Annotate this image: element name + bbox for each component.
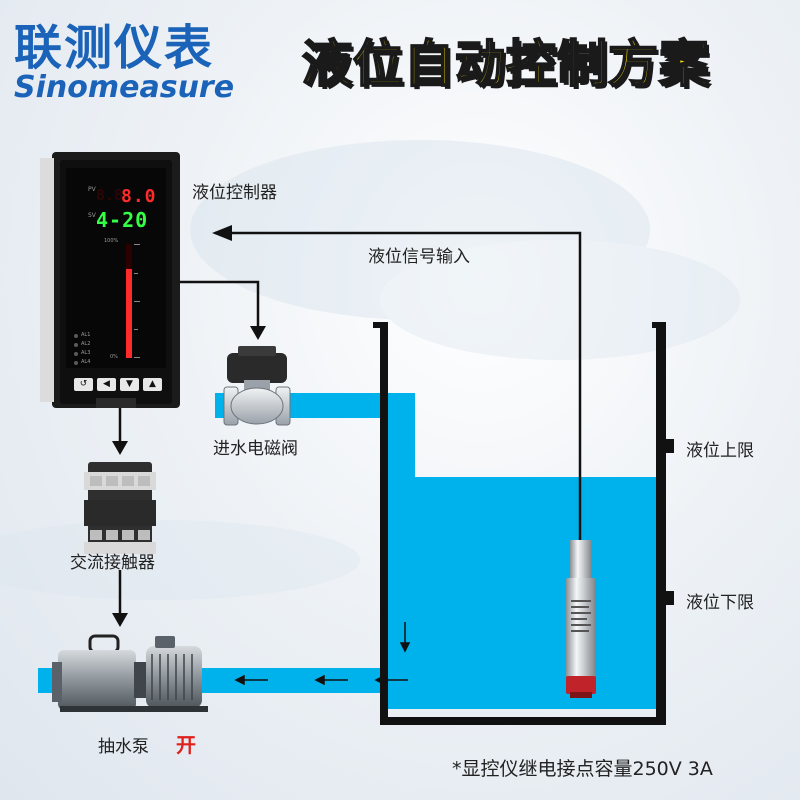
contactor-to-pump-arrow [112,613,128,627]
pump-label: 抽水泵 [98,737,149,757]
controller-left-button[interactable]: ◀ [97,378,116,391]
down-arrow-icon: ▼ [126,379,133,389]
water-tank [373,322,666,725]
left-arrow-icon: ◀ [103,379,110,389]
page-title: 液位自动控制方案 [301,34,710,94]
signal-cable [215,231,582,540]
upper-limit-label: 液位上限 [686,441,754,461]
sv-label: SV [88,212,96,219]
reset-icon: ↺ [79,379,88,389]
controller-up-button[interactable]: ▲ [143,378,162,391]
lower-limit-marker [666,591,674,605]
water-pump [52,634,208,712]
bar-graph-scale [134,244,140,358]
pv-ghost-digit: 8.8 [96,186,124,204]
alarm-label-3: AL3 [81,350,91,356]
level-probe [566,540,596,698]
level-controller [40,152,180,408]
brand-name-cn: 联测仪表 [14,20,215,76]
flow-arrows [234,622,411,686]
alarm-lamps [74,334,78,365]
ac-contactor [84,462,156,554]
up-arrow-icon: ▲ [149,379,156,389]
controller-label: 液位控制器 [192,183,277,203]
controller-reset-button[interactable]: ↺ [74,378,93,391]
inlet-solenoid-valve [223,346,291,426]
tank-water [388,477,656,709]
bar-graph-fill [126,269,132,358]
sv-display: 4-20 [96,208,149,232]
brand-name-en: Sinomeasure [14,70,235,105]
controller-to-valve-line [178,280,260,330]
signal-input-label: 液位信号输入 [368,247,470,267]
contactor-label: 交流接触器 [70,553,155,573]
alarm-label-1: AL1 [81,332,91,338]
alarm-label-2: AL2 [81,341,91,347]
controller-down-button[interactable]: ▼ [120,378,139,391]
bar-top-label: 100% [104,238,119,244]
controller-to-contactor-arrow [112,441,128,455]
footnote: *显控仪继电接点容量250V 3A [452,758,713,780]
upper-limit-marker [666,439,674,453]
controller-to-valve-arrow [250,326,266,340]
alarm-label-4: AL4 [81,359,91,365]
inlet-valve-label: 进水电磁阀 [213,439,298,459]
bar-bottom-label: 0% [110,354,118,360]
pump-state-badge: 开 [176,733,196,757]
pv-display: 8.0 [121,186,157,207]
lower-limit-label: 液位下限 [686,593,754,613]
pv-label: PV [88,186,96,193]
signal-arrow [212,225,232,241]
